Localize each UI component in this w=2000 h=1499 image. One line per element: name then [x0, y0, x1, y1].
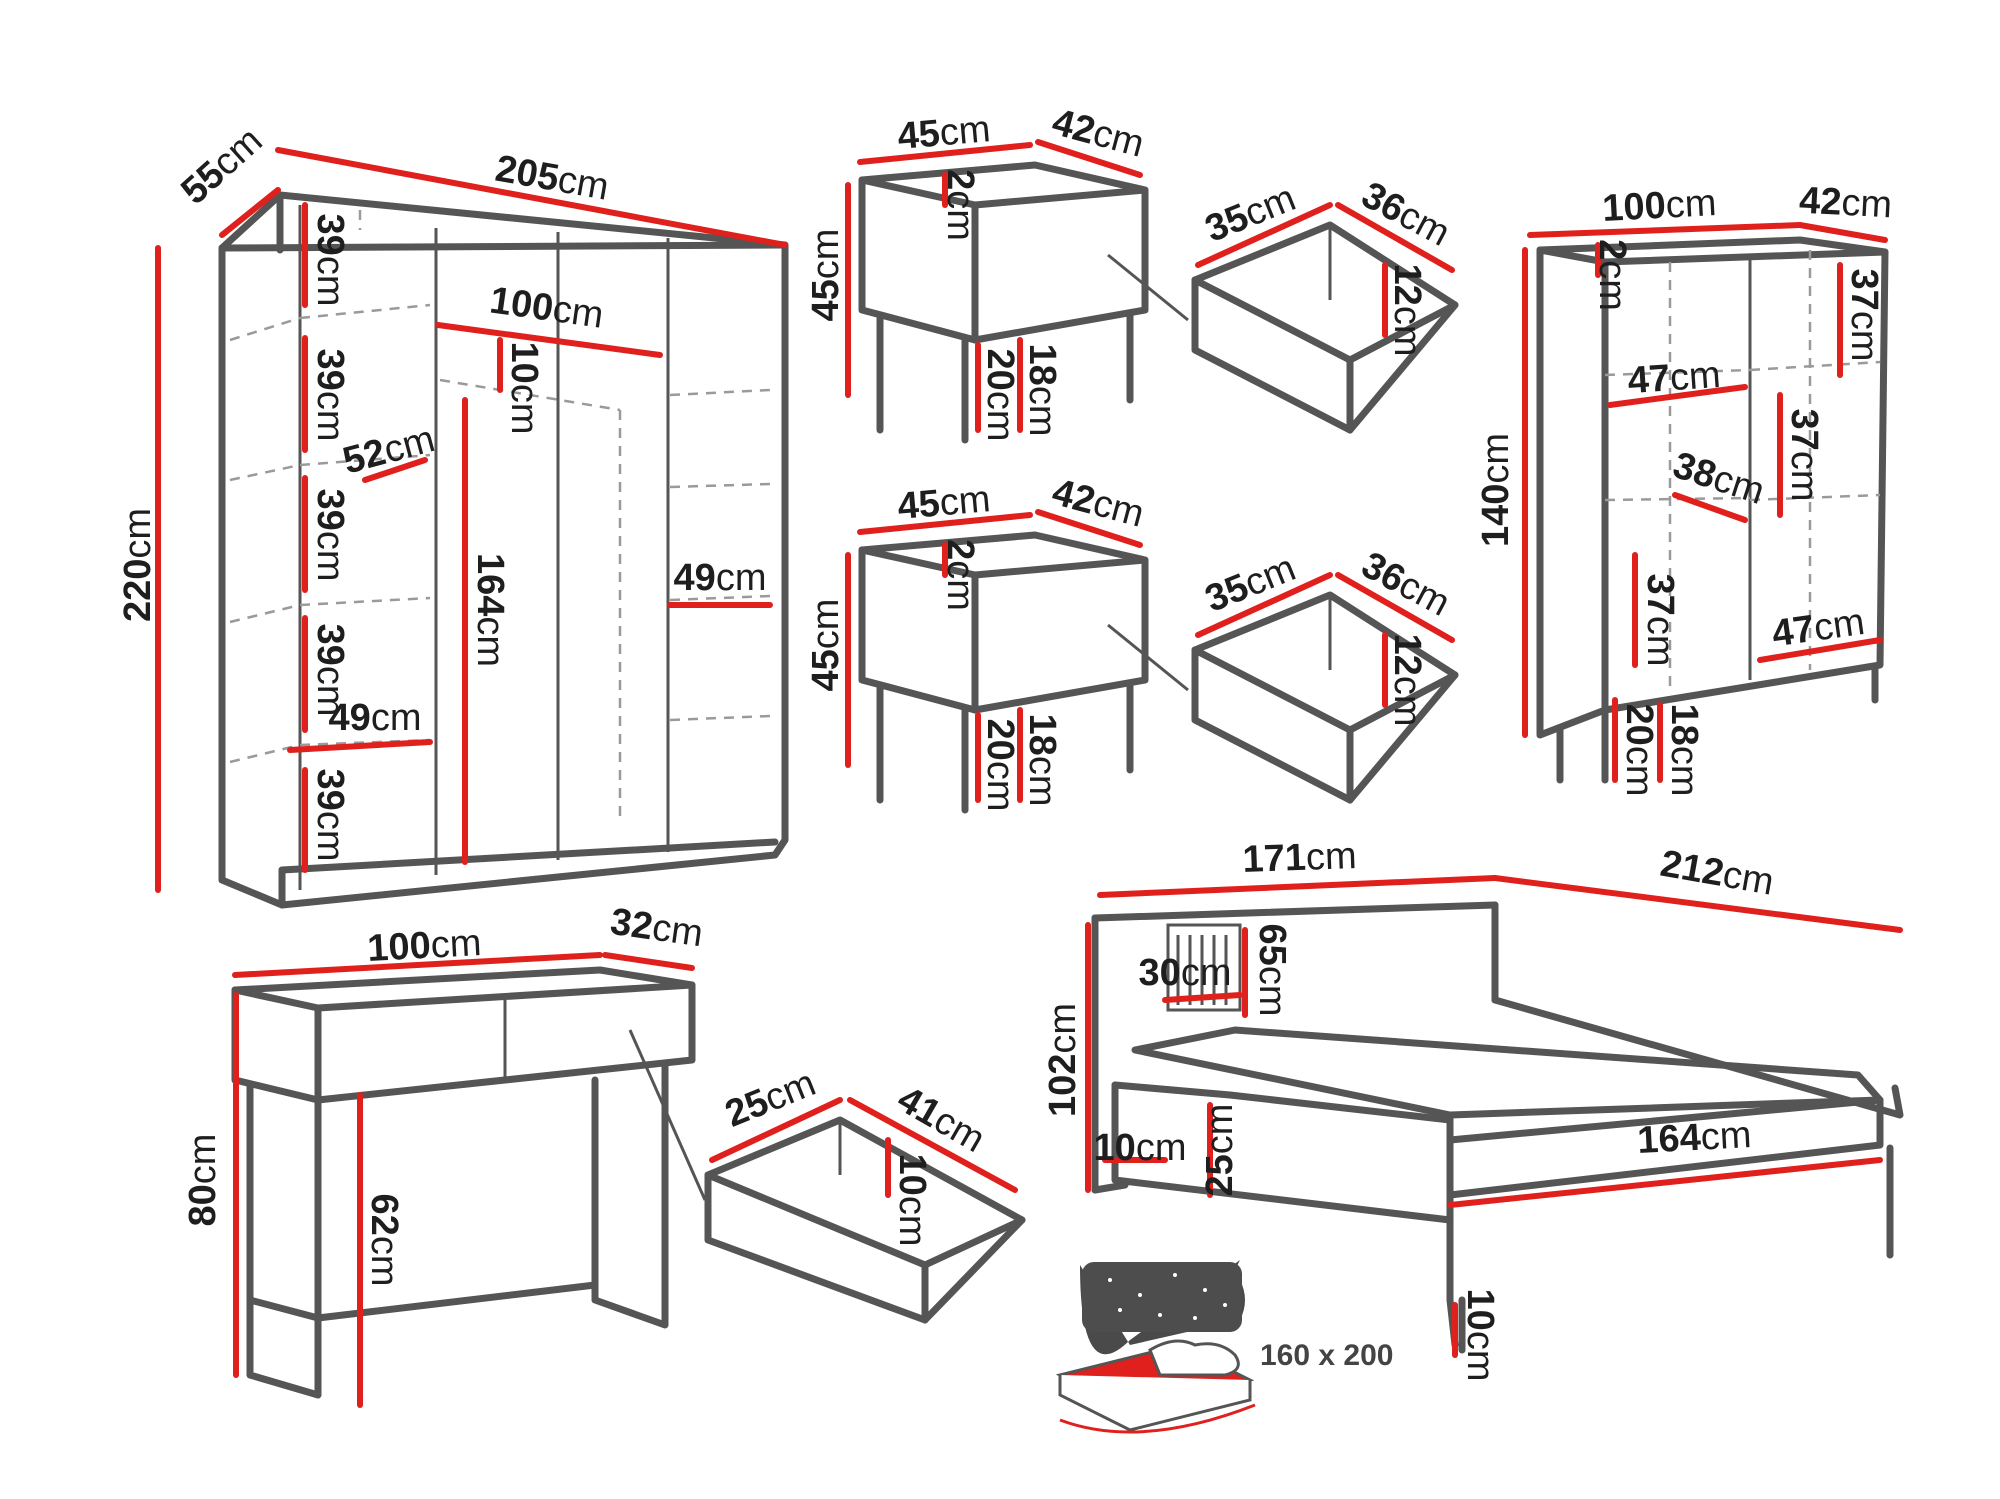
console-width: 100cm: [366, 922, 482, 970]
mattress-size: 160 x 200: [1260, 1339, 1393, 1372]
console-drawer-width: 25cm: [720, 1062, 822, 1136]
console-drawer-height: 10cm: [891, 1154, 933, 1247]
wardrobe-depth-label: 55cm: [173, 119, 270, 212]
wardrobe-rail-gap-label: 10cm: [503, 342, 545, 435]
nightstand-drawer-top-height: 12cm: [1386, 264, 1428, 357]
nightstand-bottom-leg: 20cm: [979, 719, 1021, 812]
nightstand-bottom-top-thickness: 2cm: [939, 539, 981, 611]
nightstand-bottom-width: 45cm: [896, 478, 992, 528]
nightstand-drawer-bottom: 35cm 36cm 12cm: [1191, 544, 1459, 804]
nightstand-top-clearance: 18cm: [1021, 344, 1063, 437]
wardrobe-shelf-depth-label: 52cm: [339, 418, 440, 483]
wardrobe-height-label: 220cm: [117, 508, 159, 622]
nightstand-top-depth: 42cm: [1048, 101, 1149, 166]
cabinet-top-thickness: 2cm: [1591, 239, 1633, 311]
nightstand-bottom: 45cm 42cm 45cm 2cm 20cm 18cm: [805, 471, 1189, 814]
console-height: 80cm: [182, 1134, 224, 1227]
nightstand-bottom-clearance: 18cm: [1021, 714, 1063, 807]
wardrobe: 220cm 55cm 205cm 100cm 10cm 164cm 52cm 4…: [117, 119, 789, 909]
cabinet-shelf-depth: 38cm: [1668, 444, 1769, 513]
nightstand-top-top-thickness: 2cm: [939, 169, 981, 241]
wardrobe-shelf-height-1: 39cm: [309, 214, 351, 307]
cabinet-width: 100cm: [1601, 182, 1717, 230]
cabinet-compartment-top: 37cm: [1843, 269, 1885, 362]
cabinet-compartment-low: 37cm: [1639, 574, 1681, 667]
console-drawer: 25cm 41cm 10cm: [704, 1062, 1026, 1324]
bed-panel-width: 30cm: [1139, 952, 1232, 994]
wardrobe-shelf-height-3: 39cm: [309, 489, 351, 582]
wardrobe-shelf-width-left-label: 49cm: [329, 697, 422, 739]
nightstand-top-width: 45cm: [896, 108, 992, 158]
bed-length: 212cm: [1657, 843, 1777, 904]
cabinet-shelf-width-left: 47cm: [1626, 354, 1722, 402]
cabinet-depth: 42cm: [1798, 180, 1893, 227]
cabinet: 100cm 42cm 140cm 2cm 37cm 47cm 37cm 38cm…: [1475, 180, 1893, 797]
cabinet-shelf-width-right: 47cm: [1769, 601, 1867, 656]
nightstand-top: 45cm 42cm 45cm 2cm 20cm 18cm: [805, 101, 1189, 444]
wardrobe-shelf-height-5: 39cm: [309, 769, 351, 862]
wardrobe-shelf-width-right-label: 49cm: [674, 557, 767, 599]
mattress-icon: 160 x 200: [1055, 1260, 1393, 1434]
wardrobe-shelf-height-2: 39cm: [309, 349, 351, 442]
bed-headboard-height: 102cm: [1042, 1003, 1084, 1117]
bed: 171cm 212cm 102cm 30cm 65cm 10cm 25cm 16…: [1042, 835, 1904, 1382]
bed-inner-width: 164cm: [1636, 1114, 1752, 1162]
console-table: 100cm 32cm 80cm 62cm: [182, 901, 707, 1408]
bed-width: 171cm: [1242, 835, 1357, 881]
bed-frame-offset: 10cm: [1094, 1127, 1187, 1169]
nightstand-drawer-bottom-height: 12cm: [1386, 634, 1428, 727]
bed-leg: 10cm: [1459, 1289, 1501, 1382]
bed-frame-height: 25cm: [1199, 1104, 1241, 1197]
nightstand-drawer-top: 35cm 36cm 12cm: [1191, 174, 1459, 434]
nightstand-top-leg: 20cm: [979, 349, 1021, 442]
nightstand-bottom-depth: 42cm: [1048, 471, 1149, 536]
bed-panel-height: 65cm: [1251, 924, 1293, 1017]
cabinet-height: 140cm: [1475, 433, 1517, 547]
cabinet-compartment-mid: 37cm: [1783, 409, 1825, 502]
console-knee-height: 62cm: [363, 1194, 405, 1287]
nightstand-bottom-height: 45cm: [805, 599, 847, 692]
console-depth: 32cm: [608, 901, 706, 956]
wardrobe-width-label: 205cm: [492, 148, 612, 209]
cabinet-leg: 20cm: [1618, 704, 1660, 797]
cabinet-clearance: 18cm: [1663, 704, 1705, 797]
wardrobe-inner-width-label: 100cm: [487, 279, 606, 336]
nightstand-top-height: 45cm: [805, 229, 847, 322]
wardrobe-hang-height-label: 164cm: [469, 553, 511, 667]
wardrobe-shelf-height-4: 39cm: [309, 624, 351, 717]
